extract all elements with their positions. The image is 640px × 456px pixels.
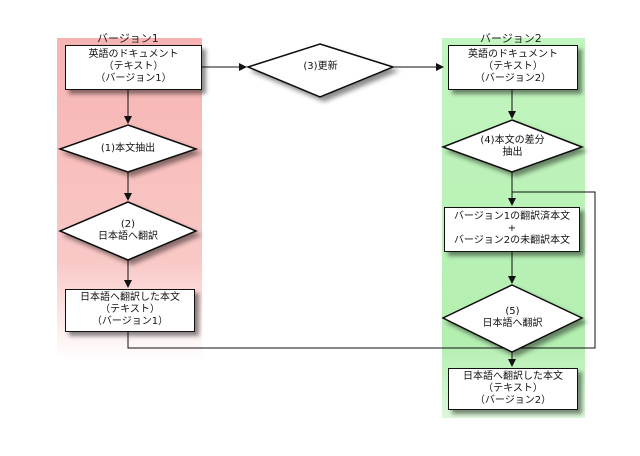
line-v1out-loop <box>127 332 507 349</box>
v1-doc-box <box>65 45 202 90</box>
step4-diamond <box>440 119 585 173</box>
line-loop-return <box>512 191 596 349</box>
version2-label: バージョン2 <box>480 32 542 45</box>
step1-diamond <box>57 124 199 173</box>
step3-diamond <box>245 43 396 98</box>
step2-diamond <box>58 201 198 261</box>
version1-label: バージョン1 <box>97 32 159 45</box>
merge-box <box>444 207 580 252</box>
v2-doc-box <box>448 45 578 90</box>
step5-diamond <box>441 284 584 353</box>
v2-out-box <box>448 368 578 410</box>
v1-out-box <box>65 289 195 332</box>
